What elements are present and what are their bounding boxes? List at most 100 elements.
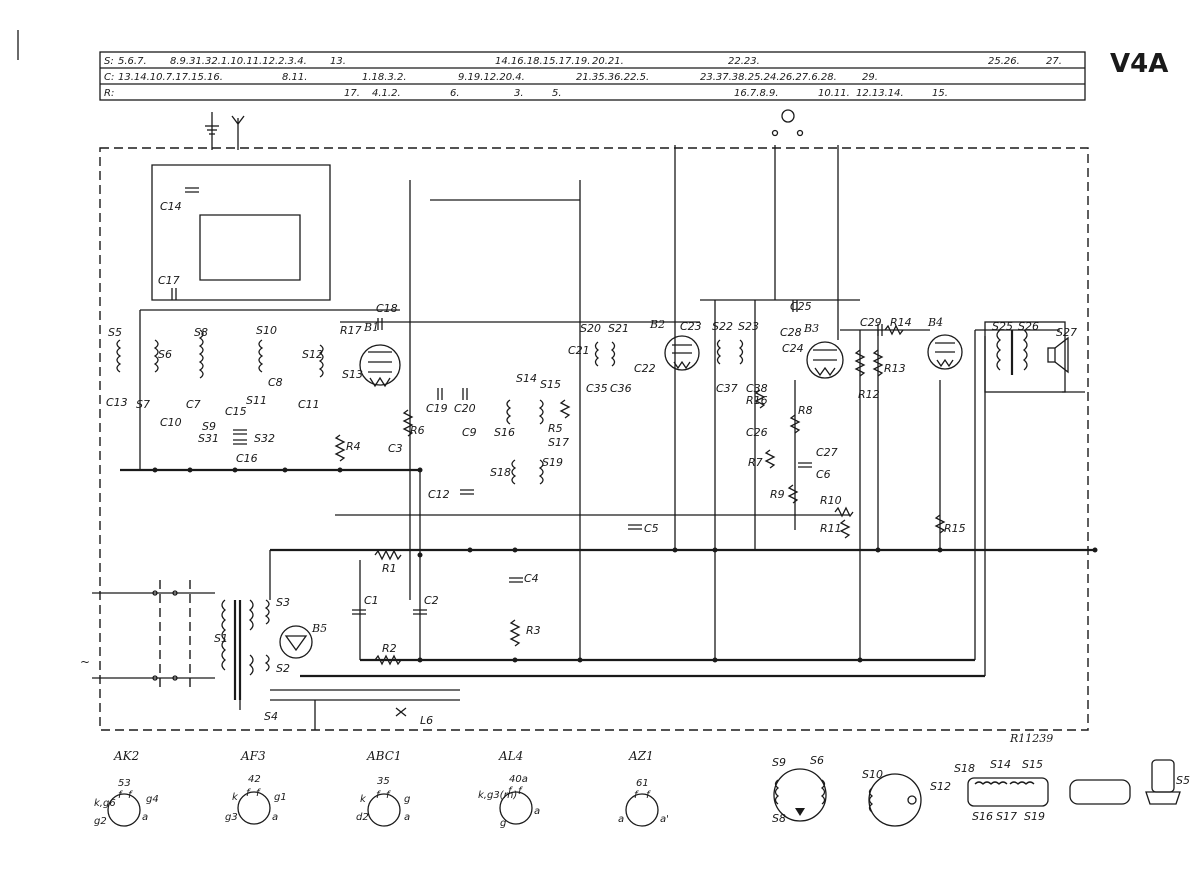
label-s26: S26: [1018, 320, 1039, 333]
label-b5: B5: [311, 622, 327, 635]
label-r1: R1: [382, 562, 397, 575]
label-s20: S20: [580, 322, 601, 335]
tube-base-name: AZ1: [628, 749, 654, 763]
tube-base-name: AL4: [498, 749, 523, 763]
pin-label: f: [518, 786, 523, 797]
label-c35: C35: [586, 382, 608, 395]
label-s22: S22: [712, 320, 733, 333]
label-c28: C28: [780, 326, 802, 339]
label-s8: S8: [194, 326, 208, 339]
pin-label: f: [246, 788, 251, 799]
label-c15: C15: [225, 405, 247, 418]
label-s25: S25: [992, 320, 1013, 333]
table-c-value: 1.18.3.2.: [362, 72, 407, 83]
tube-base-az1: AZ1 61 f f a a': [618, 749, 669, 827]
label-c12: C12: [428, 488, 450, 501]
table-c-value: 23.37.38.25.24.26.27.6.28.: [700, 72, 837, 83]
label-r15: R15: [944, 522, 966, 535]
label-c7: C7: [186, 398, 201, 411]
component-labels: B1 B2 B3 B4 B5 C1 C2 C3 C4 C5 C6 C7 C8 C…: [106, 200, 1077, 745]
label-s15: S15: [540, 378, 561, 391]
label-s32: S32: [254, 432, 275, 445]
label-l6: L6: [420, 714, 433, 727]
tube-base-name: AF3: [240, 749, 266, 763]
drawing-number: R11239: [1009, 732, 1053, 745]
table-s-value: 13.: [330, 56, 346, 67]
label-c26: C26: [746, 426, 768, 439]
table-c-value: 13.14.10.7.17.15.16.: [118, 72, 223, 83]
label-b2: B2: [649, 318, 665, 331]
coil-label: S17: [996, 810, 1017, 823]
coil-label: S16: [972, 810, 993, 823]
label-b4: B4: [927, 316, 943, 329]
pin-label: f: [118, 790, 123, 801]
table-c-value: 29.: [862, 72, 878, 83]
table-s-value: 14.16.18.15.17.19.: [495, 56, 590, 67]
label-s5: S5: [108, 326, 122, 339]
pin-label: a: [618, 814, 624, 825]
pin-label: g: [404, 794, 410, 805]
coil-detail-s14-s19: S18 S14 S15 S16 S17 S19: [954, 758, 1131, 823]
pin-label: k: [360, 794, 367, 805]
pin-label: a: [404, 812, 410, 823]
coil-detail-s10-s12: S10 S12: [862, 768, 951, 827]
table-r-value: 12.13.14.: [856, 88, 904, 99]
label-r8: R8: [798, 404, 813, 417]
label-r14: R14: [890, 316, 912, 329]
tube-base-number: 42: [248, 774, 261, 785]
tube-b3: [806, 341, 844, 379]
table-r-value: 16.7.8.9.: [734, 88, 779, 99]
table-r-value: 4.1.2.: [372, 88, 401, 99]
tube-b2: [664, 335, 700, 371]
pin-label: k: [232, 792, 239, 803]
tube-base-number: 61: [636, 778, 649, 789]
label-s3: S3: [276, 596, 290, 609]
table-c-value: 9.19.12.20.4.: [458, 72, 525, 83]
label-s1: S1: [214, 632, 228, 645]
label-r2: R2: [382, 642, 397, 655]
table-c-value: 8.11.: [282, 72, 307, 83]
pin-label: f: [646, 790, 651, 801]
label-s23: S23: [738, 320, 759, 333]
table-r-value: 3.: [514, 88, 524, 99]
mains-switch: [152, 580, 191, 690]
label-c1: C1: [364, 594, 379, 607]
label-c11: C11: [298, 398, 320, 411]
label-c10: C10: [160, 416, 182, 429]
table-r-value: 5.: [552, 88, 562, 99]
pin-label: f: [376, 790, 381, 801]
label-r7: R7: [748, 456, 763, 469]
label-c19: C19: [426, 402, 448, 415]
label-c9: C9: [462, 426, 477, 439]
pin-label: g4: [146, 794, 159, 805]
table-s-value: 20.21.: [592, 56, 624, 67]
label-s12: S12: [302, 348, 323, 361]
label-r3: R3: [526, 624, 541, 637]
label-r6: R6: [410, 424, 425, 437]
tube-base-al4: AL4 40a k,g3(m) f f a g: [478, 749, 540, 829]
label-s4: S4: [264, 710, 278, 723]
pilot-lamp-l6: [395, 707, 407, 717]
tube-b1: [359, 344, 401, 388]
label-s19: S19: [542, 456, 563, 469]
label-s7: S7: [136, 398, 150, 411]
label-r4: R4: [346, 440, 361, 453]
table-s-value: 25.26.: [988, 56, 1020, 67]
coil-label: S6: [810, 754, 824, 767]
label-s6: S6: [158, 348, 172, 361]
label-s27: S27: [1056, 326, 1077, 339]
label-c17: C17: [158, 274, 180, 287]
label-r12: R12: [858, 388, 880, 401]
table-r-value: 6.: [450, 88, 460, 99]
pin-label: k,g6: [94, 798, 116, 809]
label-b1: B1: [363, 321, 379, 334]
label-r13: R13: [884, 362, 906, 375]
coil-label: S19: [1024, 810, 1045, 823]
label-r16: R16: [746, 394, 768, 407]
coil-label: S12: [930, 780, 951, 793]
label-r11: R11: [820, 522, 842, 535]
label-c2: C2: [424, 594, 439, 607]
label-c24: C24: [782, 342, 804, 355]
speaker-icon: [1047, 336, 1069, 374]
